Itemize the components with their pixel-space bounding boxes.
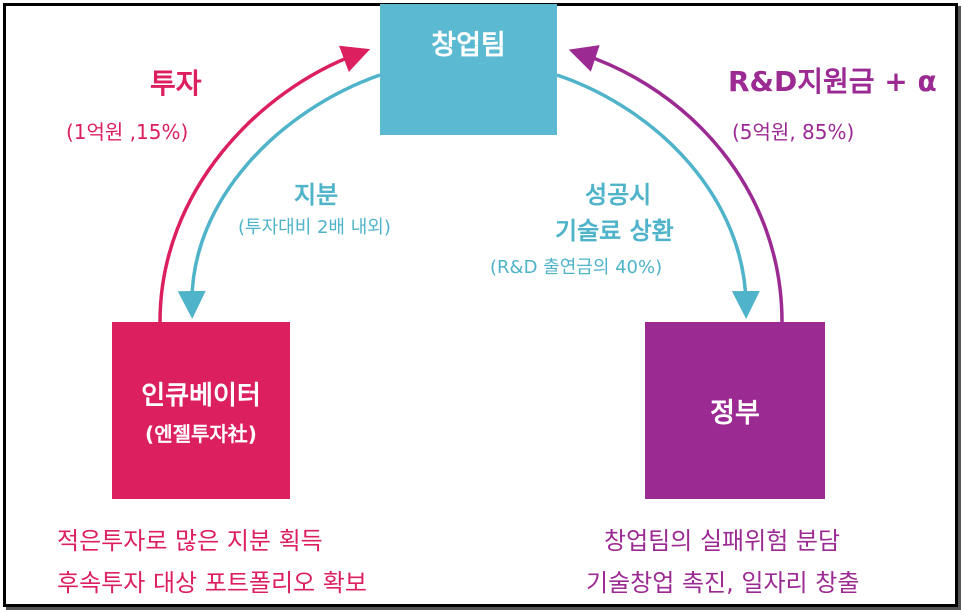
startup-team-label: 창업팀 [431,30,506,61]
incubator-sublabel: (엔젤투자社) [145,421,257,446]
rnd-grant-detail: (5억원, 85%) [732,120,855,144]
rnd-arrow [568,45,784,323]
investment-title: 투자 [150,67,202,100]
incubator-benefit-2: 후속투자 대상 포트폴리오 확보 [57,569,367,597]
government-benefit-2: 기술창업 촉진, 일자리 창출 [586,569,860,597]
incubator-box: 인큐베이터 (엔젤투자社) [112,322,290,499]
startup-team-box: 창업팀 [380,4,557,135]
incubator-benefit-1: 적은투자로 많은 지분 획득 [57,527,323,555]
government-box: 정부 [645,322,825,499]
government-benefit-1: 창업팀의 실패위험 분담 [604,527,841,555]
incubator-label: 인큐베이터 [141,380,261,411]
equity-detail: (투자대비 2배 내외) [238,217,391,238]
royalty-detail: (R&D 출연금의 40%) [490,257,663,278]
rnd-grant-title: R&D지원금 + α [728,65,937,98]
royalty-title-line1: 성공시 [585,181,652,209]
government-label: 정부 [710,398,760,429]
investment-detail: (1억원 ,15%) [66,120,189,144]
equity-title: 지분 [294,181,339,209]
equity-arrow [177,73,381,319]
royalty-title-line2: 기술료 상환 [555,217,674,245]
investment-arrow [158,45,371,323]
royalty-arrow [556,73,760,319]
